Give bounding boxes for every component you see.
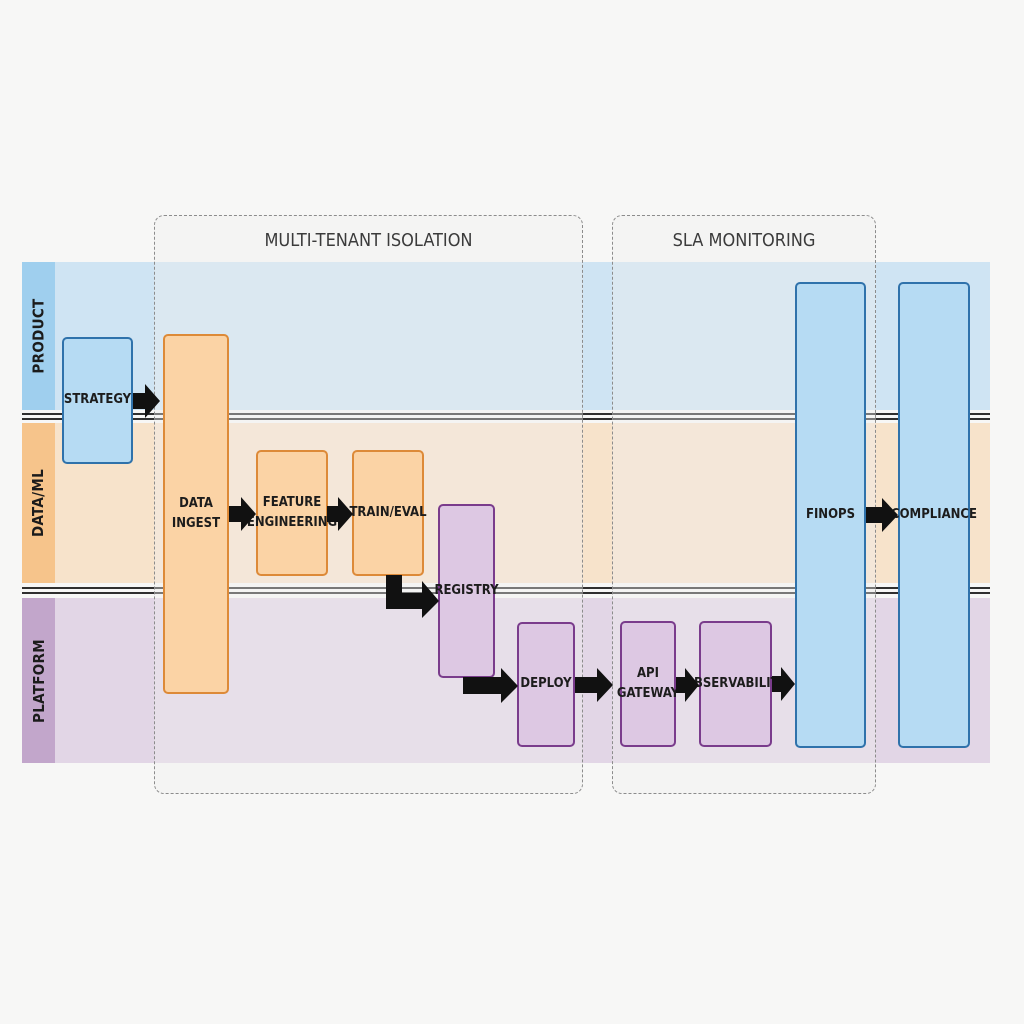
region-title-multi-tenant: MULTI-TENANT ISOLATION bbox=[264, 230, 473, 251]
node-label: TRAIN/EVAL bbox=[349, 504, 427, 520]
node-label: API GATEWAY bbox=[616, 665, 680, 701]
lane-label-dataml: DATA/ML bbox=[29, 468, 48, 538]
node-label: DEPLOY bbox=[520, 676, 572, 692]
node-compliance[interactable]: COMPLIANCE bbox=[891, 282, 977, 748]
lane-divider bbox=[22, 413, 990, 415]
arrow-right-icon bbox=[772, 667, 795, 701]
node-label: DATA INGEST bbox=[171, 495, 221, 531]
lane-divider bbox=[22, 592, 990, 594]
lane-label-product: PRODUCT bbox=[29, 298, 48, 374]
arrow-right-icon bbox=[866, 498, 898, 532]
arrow-right-icon bbox=[676, 668, 699, 702]
lane-tab-dataml: DATA/ML bbox=[22, 423, 55, 583]
node-api-gateway[interactable]: API GATEWAY bbox=[616, 621, 680, 747]
node-label: STRATEGY bbox=[63, 392, 132, 408]
lane-label-platform: PLATFORM bbox=[29, 638, 48, 723]
node-data-ingest[interactable]: DATA INGEST bbox=[163, 334, 229, 694]
lane-divider bbox=[22, 418, 990, 420]
node-label: OBSERVABILITY bbox=[684, 675, 788, 691]
node-finops[interactable]: FINOPS bbox=[795, 282, 866, 748]
lane-tab-platform: PLATFORM bbox=[22, 598, 55, 763]
node-label: FEATURE ENGINEERING bbox=[246, 494, 338, 530]
lane-tab-product: PRODUCT bbox=[22, 262, 55, 410]
arrow-elbow-icon bbox=[386, 575, 439, 618]
arrow-right-icon bbox=[327, 497, 353, 531]
arrow-right-icon bbox=[575, 668, 613, 702]
node-label: COMPLIANCE bbox=[891, 506, 977, 522]
node-label: REGISTRY bbox=[434, 582, 499, 598]
node-feature-engineering[interactable]: FEATURE ENGINEERING bbox=[247, 450, 337, 576]
arrow-right-icon bbox=[463, 668, 518, 703]
node-deploy[interactable]: DEPLOY bbox=[517, 622, 575, 747]
node-train-eval[interactable]: TRAIN/EVAL bbox=[349, 450, 427, 576]
node-label: FINOPS bbox=[805, 506, 856, 522]
lane-divider bbox=[22, 587, 990, 589]
node-registry[interactable]: REGISTRY bbox=[434, 504, 499, 678]
node-observability[interactable]: OBSERVABILITY bbox=[684, 621, 787, 747]
arrow-right-icon bbox=[133, 384, 160, 418]
node-strategy[interactable]: STRATEGY bbox=[62, 337, 133, 464]
region-title-sla: SLA MONITORING bbox=[672, 230, 816, 251]
arrow-right-icon bbox=[229, 497, 256, 531]
